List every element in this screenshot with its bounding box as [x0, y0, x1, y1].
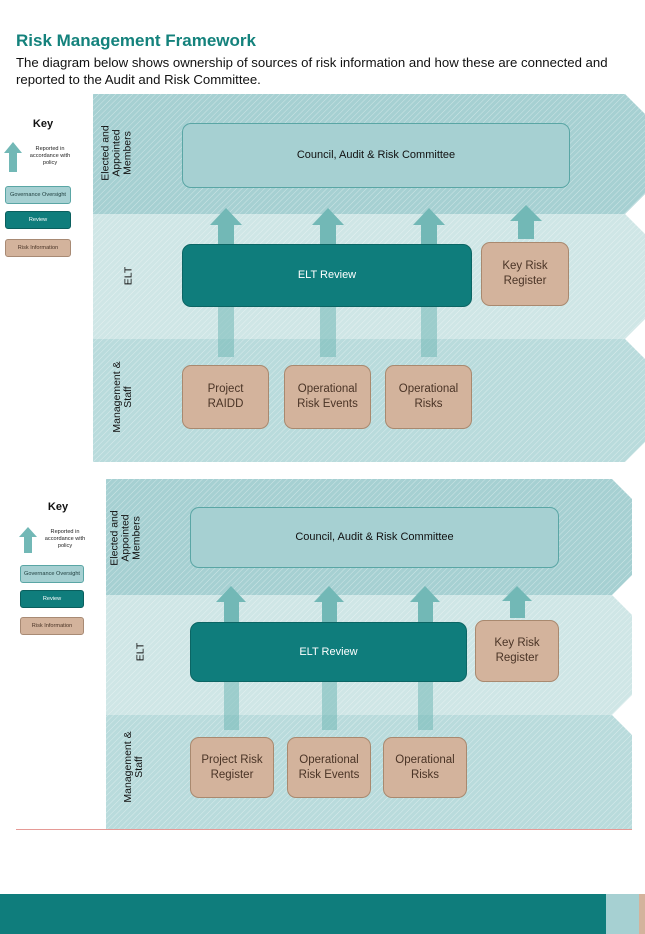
key-legend: Key Reported in accordance with policy G… [18, 501, 98, 641]
risk-framework-diagram-2: Elected and Appointed Members ELT Manage… [106, 479, 632, 829]
risk-framework-diagram-1: Elected and Appointed Members ELT Manage… [93, 94, 645, 462]
arrow-risks-to-elt [413, 208, 445, 244]
arrow-register-to-committee [510, 205, 542, 239]
key-legend: Key Reported in accordance with policy G… [3, 118, 83, 263]
source-box-risks: Operational Risks [385, 365, 472, 429]
up-arrow-icon [19, 527, 37, 553]
elt-review-box: ELT Review [182, 244, 472, 307]
key-title: Key [32, 118, 54, 130]
arrow-project-to-elt [216, 586, 246, 622]
elt-review-box: ELT Review [190, 622, 467, 682]
committee-box: Council, Audit & Risk Committee [182, 123, 570, 188]
footer-bar [0, 894, 606, 934]
arrow-register-to-committee [502, 586, 532, 618]
footer-accent-light [606, 894, 639, 934]
key-arrow-note: Reported in accordance with policy [44, 529, 86, 549]
key-review-swatch: Review [20, 590, 84, 608]
arrow-risks-to-elt [410, 586, 440, 622]
source-box-project: Project RAIDD [182, 365, 269, 429]
arrow-events-to-elt [314, 586, 344, 622]
section-divider [16, 829, 632, 830]
source-box-project: Project Risk Register [190, 737, 274, 798]
source-box-events: Operational Risk Events [287, 737, 371, 798]
key-risk-swatch: Risk Information [5, 239, 71, 257]
key-governance-swatch: Governance Oversight [20, 565, 84, 583]
key-arrow-note: Reported in accordance with policy [29, 146, 71, 166]
page-title: Risk Management Framework [16, 31, 256, 50]
source-box-risks: Operational Risks [383, 737, 467, 798]
committee-box: Council, Audit & Risk Committee [190, 507, 559, 568]
key-review-swatch: Review [5, 211, 71, 229]
intro-paragraph: The diagram below shows ownership of sou… [16, 55, 608, 87]
key-risk-swatch: Risk Information [20, 617, 84, 635]
up-arrow-icon [4, 142, 22, 172]
key-risk-register-box: Key Risk Register [475, 620, 559, 682]
key-governance-swatch: Governance Oversight [5, 186, 71, 204]
key-title: Key [47, 501, 69, 513]
footer-accent-tan [639, 894, 645, 934]
source-box-events: Operational Risk Events [284, 365, 371, 429]
arrow-project-to-elt [210, 208, 242, 244]
key-risk-register-box: Key Risk Register [481, 242, 569, 306]
arrow-events-to-elt [312, 208, 344, 244]
